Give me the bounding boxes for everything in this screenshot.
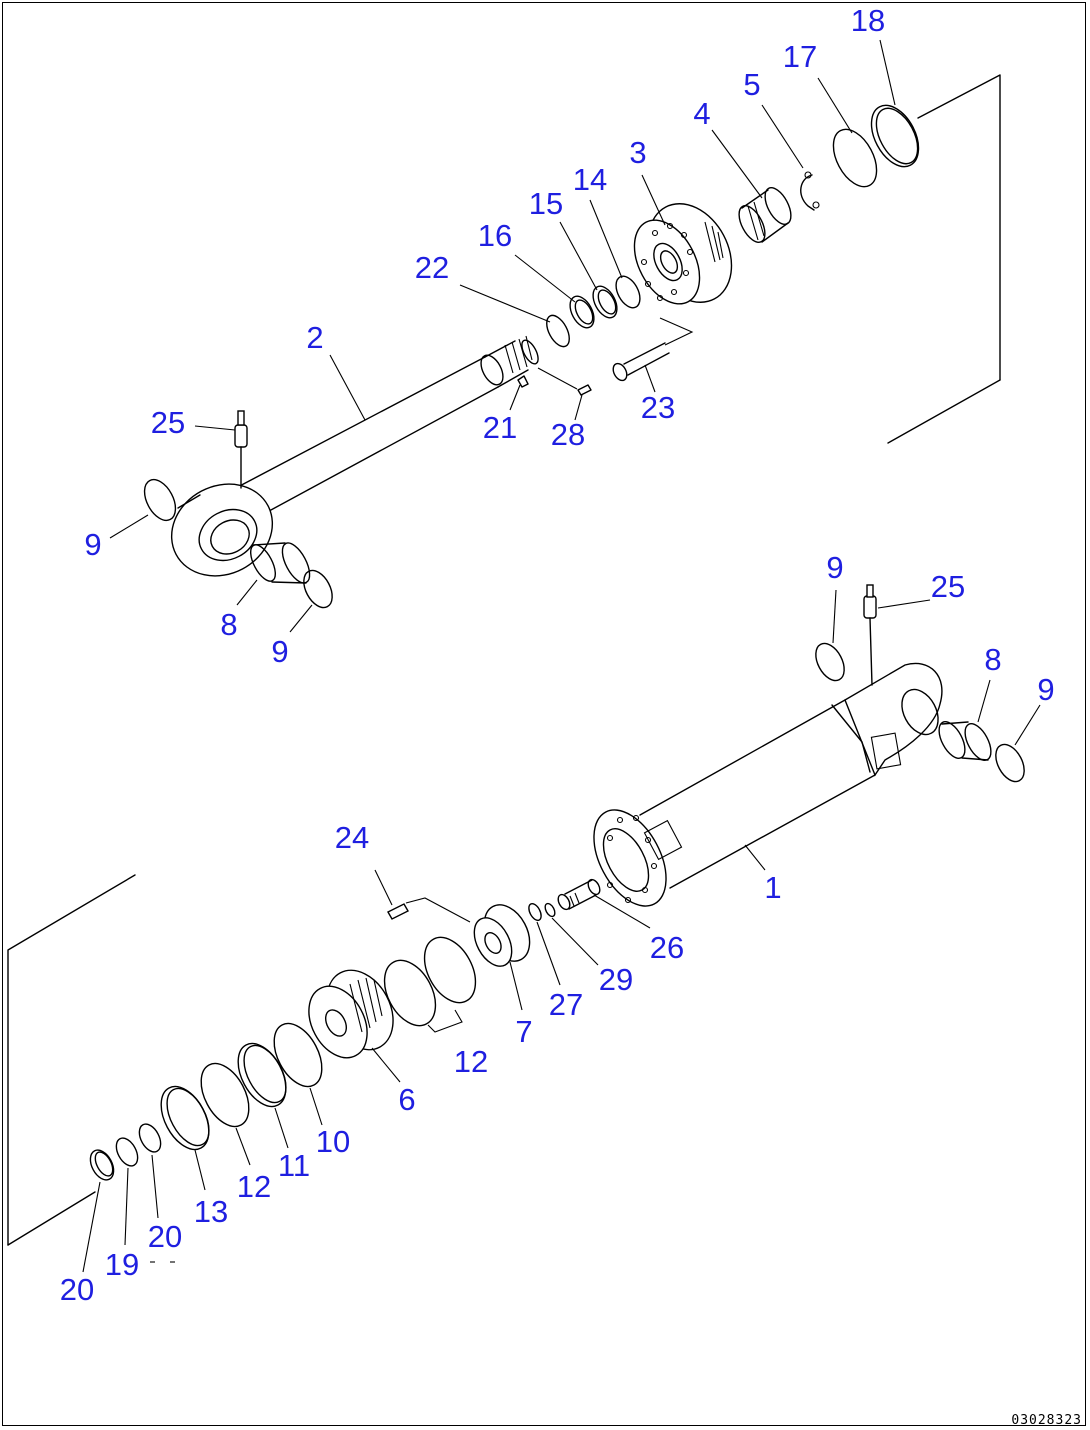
callout-7: 7 <box>515 1014 532 1049</box>
callout-26: 26 <box>650 930 684 965</box>
ring-29 <box>544 902 556 918</box>
callout-14: 14 <box>573 162 607 197</box>
callout-1: 1 <box>764 870 781 905</box>
snap-ring-9-top-right <box>303 569 333 609</box>
callout-23: 23 <box>641 390 675 425</box>
leader-lines <box>82 39 1041 1273</box>
pin-24 <box>387 897 471 923</box>
ring-11 <box>237 1042 287 1108</box>
callout-2: 2 <box>306 320 323 355</box>
cylinder-head-3 <box>633 203 733 305</box>
callout-6: 6 <box>398 1082 415 1117</box>
callout-13: 13 <box>194 1194 228 1229</box>
callout-18: 18 <box>851 3 885 38</box>
callout-9-top-left: 9 <box>84 527 101 562</box>
perspective-frame-top <box>887 74 1001 444</box>
ring-19 <box>115 1137 139 1167</box>
ring-10 <box>273 1022 323 1088</box>
ring-22 <box>546 314 570 348</box>
callout-17: 17 <box>783 39 817 74</box>
callout-12-lower: 12 <box>237 1169 271 1204</box>
piston-rod-2 <box>170 335 539 577</box>
ring-15 <box>592 285 618 319</box>
ring-18 <box>870 104 920 168</box>
callout-27: 27 <box>549 987 583 1022</box>
ring-16 <box>569 295 595 329</box>
drawing-code: 03028323 <box>1011 1413 1082 1428</box>
callout-22: 22 <box>415 250 449 285</box>
ring-20-left <box>89 1149 115 1181</box>
callout-3: 3 <box>629 135 646 170</box>
callout-28: 28 <box>551 417 585 452</box>
callout-11: 11 <box>278 1148 310 1183</box>
callout-25-bottom: 25 <box>931 569 965 604</box>
callout-5: 5 <box>743 67 760 102</box>
callout-9-top-right: 9 <box>271 634 288 669</box>
set-screw-21 <box>517 375 529 388</box>
callout-29: 29 <box>599 962 633 997</box>
callout-19: 19 <box>105 1247 139 1282</box>
ring-12-lower <box>200 1062 250 1128</box>
callout-8-top: 8 <box>220 607 237 642</box>
ring-14 <box>615 275 641 309</box>
pin-28 <box>537 367 592 396</box>
valve-26 <box>557 878 601 911</box>
snap-ring-9-bottom-top <box>815 642 845 682</box>
callout-10: 10 <box>316 1124 350 1159</box>
bushing-8-bottom <box>938 721 992 761</box>
callout-labels: 18 17 5 4 3 14 15 16 22 2 25 21 28 23 9 … <box>60 3 1055 1307</box>
callout-24: 24 <box>335 820 369 855</box>
ring-13 <box>160 1085 210 1151</box>
callout-21: 21 <box>483 410 517 445</box>
ring-12-bracket <box>427 1009 463 1033</box>
nut-7 <box>473 904 531 967</box>
snap-ring-5 <box>800 171 820 211</box>
callout-20-left: 20 <box>60 1272 94 1307</box>
bushing-8-top <box>249 542 311 584</box>
ring-12-upper-b <box>423 936 477 1004</box>
grease-fitting-25-top <box>234 410 248 489</box>
callout-9-bottom-right: 9 <box>1037 672 1054 707</box>
callout-25-top: 25 <box>151 405 185 440</box>
callout-16: 16 <box>478 218 512 253</box>
cylinder-tube-1 <box>593 662 943 907</box>
bolt-23 <box>612 317 694 382</box>
snap-ring-9-top-left <box>143 478 177 522</box>
snap-ring-9-bottom-right <box>995 743 1025 783</box>
ring-27 <box>528 903 542 921</box>
callout-4: 4 <box>693 96 710 131</box>
perspective-frame-bottom <box>7 874 136 1246</box>
ring-20-right <box>138 1123 162 1153</box>
callout-8-bottom: 8 <box>984 642 1001 677</box>
piston-6 <box>308 969 394 1059</box>
bushing-4 <box>738 187 792 243</box>
callout-9-bottom-top: 9 <box>826 550 843 585</box>
ring-17 <box>832 128 878 188</box>
callout-12-upper: 12 <box>454 1044 488 1079</box>
callout-15: 15 <box>529 186 563 221</box>
callout-20-right: 20 <box>148 1219 182 1254</box>
grease-fitting-25-bottom <box>863 584 877 686</box>
